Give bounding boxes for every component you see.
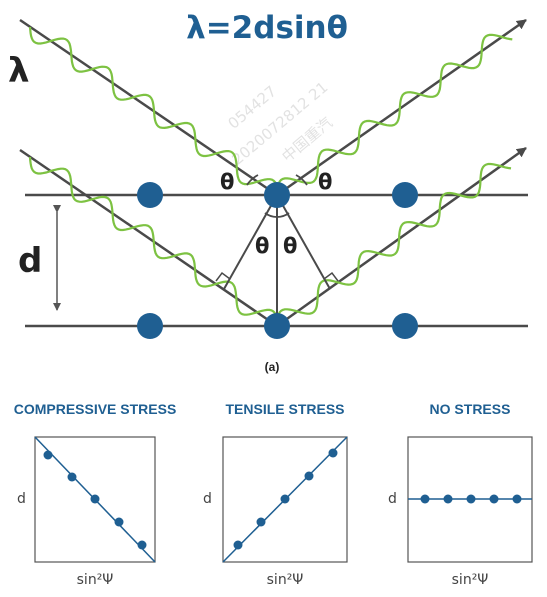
angle-arc-right xyxy=(295,174,308,186)
rays xyxy=(19,18,527,328)
atom xyxy=(392,313,418,339)
spacing-label: d xyxy=(18,241,42,281)
y-axis-label: d xyxy=(388,491,397,507)
data-point xyxy=(280,494,290,504)
x-axis-label: sin²Ψ xyxy=(77,572,114,588)
plot-no-stress: NO STRESS d sin²Ψ xyxy=(388,401,533,588)
theta-label-left: θ xyxy=(220,170,234,194)
plot-tensile: TENSILE STRESS d sin²Ψ xyxy=(203,401,348,588)
y-axis-label: d xyxy=(203,491,212,507)
atom xyxy=(137,313,163,339)
data-point xyxy=(43,450,53,460)
atom xyxy=(392,182,418,208)
data-point xyxy=(233,540,243,550)
angle-arc-bottom xyxy=(264,212,290,218)
wave xyxy=(28,156,279,324)
theta-label-right: θ xyxy=(318,170,332,194)
x-axis-label: sin²Ψ xyxy=(267,572,304,588)
data-point xyxy=(137,540,147,550)
y-axis-label: d xyxy=(17,491,26,507)
plot-title: COMPRESSIVE STRESS xyxy=(14,401,177,417)
wave xyxy=(275,33,513,196)
construction-lines xyxy=(215,174,339,326)
plot-frame xyxy=(34,436,156,563)
right-angle-right xyxy=(323,271,339,282)
x-axis-label: sin²Ψ xyxy=(452,572,489,588)
data-point xyxy=(256,517,266,527)
bragg-equation: λ=2dsinθ xyxy=(186,10,348,46)
data-point xyxy=(114,517,124,527)
atom xyxy=(264,182,290,208)
figure-caption: (a) xyxy=(265,360,280,374)
wave xyxy=(28,26,279,193)
data-point xyxy=(420,494,430,504)
diffracted-ray-top xyxy=(276,18,527,197)
incident-ray-top xyxy=(19,18,278,197)
data-point xyxy=(489,494,499,504)
plot-title: NO STRESS xyxy=(430,401,511,417)
data-point xyxy=(90,494,100,504)
theta-label-center-right: θ xyxy=(283,234,297,258)
diffracted-ray-bottom xyxy=(276,146,527,328)
plot-frame xyxy=(222,436,348,563)
plot-title: TENSILE STRESS xyxy=(225,401,344,417)
atom xyxy=(137,182,163,208)
right-angle-left xyxy=(215,271,231,282)
atom xyxy=(264,313,290,339)
waves xyxy=(28,26,513,327)
data-point xyxy=(304,471,314,481)
atoms xyxy=(137,182,418,339)
angle-arc-left xyxy=(246,174,259,186)
wave xyxy=(275,162,512,327)
data-point xyxy=(328,448,338,458)
incident-ray-bottom xyxy=(19,148,278,328)
data-point xyxy=(67,472,77,482)
plot-compressive: COMPRESSIVE STRESS d sin²Ψ xyxy=(14,401,177,588)
theta-label-center-left: θ xyxy=(255,234,269,258)
data-point xyxy=(466,494,476,504)
wavelength-label: λ xyxy=(8,51,30,91)
data-point xyxy=(512,494,522,504)
data-point xyxy=(443,494,453,504)
